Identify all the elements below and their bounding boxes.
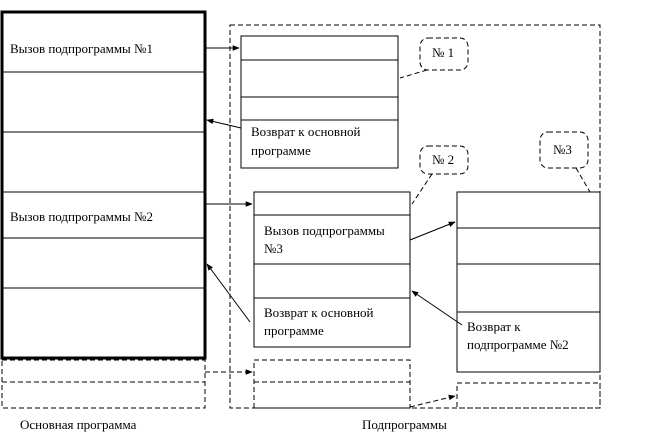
main-call-sub1-label: Вызов подпрограммы №1 [10, 41, 153, 56]
arrow-return-from-sub1 [206, 118, 242, 129]
sub2-return-label: Возврат к основной [264, 305, 374, 320]
subroutine-1-frame [240, 35, 399, 169]
subroutine-1-block: Возврат к основной программе [240, 35, 399, 169]
callout-sub2-pointer [411, 173, 433, 205]
main-call-sub2-label: Вызов подпрограммы №2 [10, 209, 153, 224]
callout-sub1-bubble [419, 37, 469, 71]
callout-sub3-pointer [575, 167, 591, 193]
sub1-return-label-line2: программе [251, 143, 311, 158]
callout-sub2-bubble [419, 145, 469, 175]
callout-sub3: №3 [539, 131, 591, 193]
sub3-return-label-line2: подпрограмме №2 [467, 337, 569, 352]
subroutine-3-frame [456, 191, 601, 373]
subroutine-2-block: Вызов подпрограммы №3 Возврат к основной… [253, 191, 411, 409]
callout-sub3-label: №3 [553, 142, 572, 157]
subroutine-2-frame [253, 191, 411, 348]
callout-sub1-label: № 1 [432, 45, 454, 60]
sub2-return-label-line2: программе [264, 323, 324, 338]
arrow-continuation-sub2-to-sub3 [409, 394, 456, 408]
sub2-call-label: Вызов подпрограммы [264, 223, 385, 238]
arrow-return-from-sub2 [206, 263, 251, 323]
arrow-call-sub3 [409, 221, 456, 241]
callout-sub2-label: № 2 [432, 152, 454, 167]
callout-sub1-pointer [399, 69, 428, 79]
main-program-title: Основная программа [20, 417, 137, 432]
sub1-return-label: Возврат к основной [251, 124, 361, 139]
main-program-block: Вызов подпрограммы №1 Вызов подпрограммы… [0, 10, 207, 432]
callout-sub1: № 1 [399, 37, 469, 79]
subroutine-3-continuation [456, 382, 601, 409]
main-program-frame [0, 10, 207, 360]
main-program-continuation [1, 359, 206, 409]
subroutines-title: Подпрограммы [362, 417, 447, 432]
subroutine-3-block: Возврат к подпрограмме №2 [456, 191, 601, 409]
subroutine-2-continuation [253, 359, 411, 409]
sub2-call-label-line2: №3 [264, 241, 283, 256]
callout-sub2: № 2 [411, 145, 469, 205]
sub3-return-label: Возврат к [467, 319, 521, 334]
callout-sub3-bubble [539, 131, 589, 169]
arrow-return-from-sub3 [411, 290, 463, 326]
